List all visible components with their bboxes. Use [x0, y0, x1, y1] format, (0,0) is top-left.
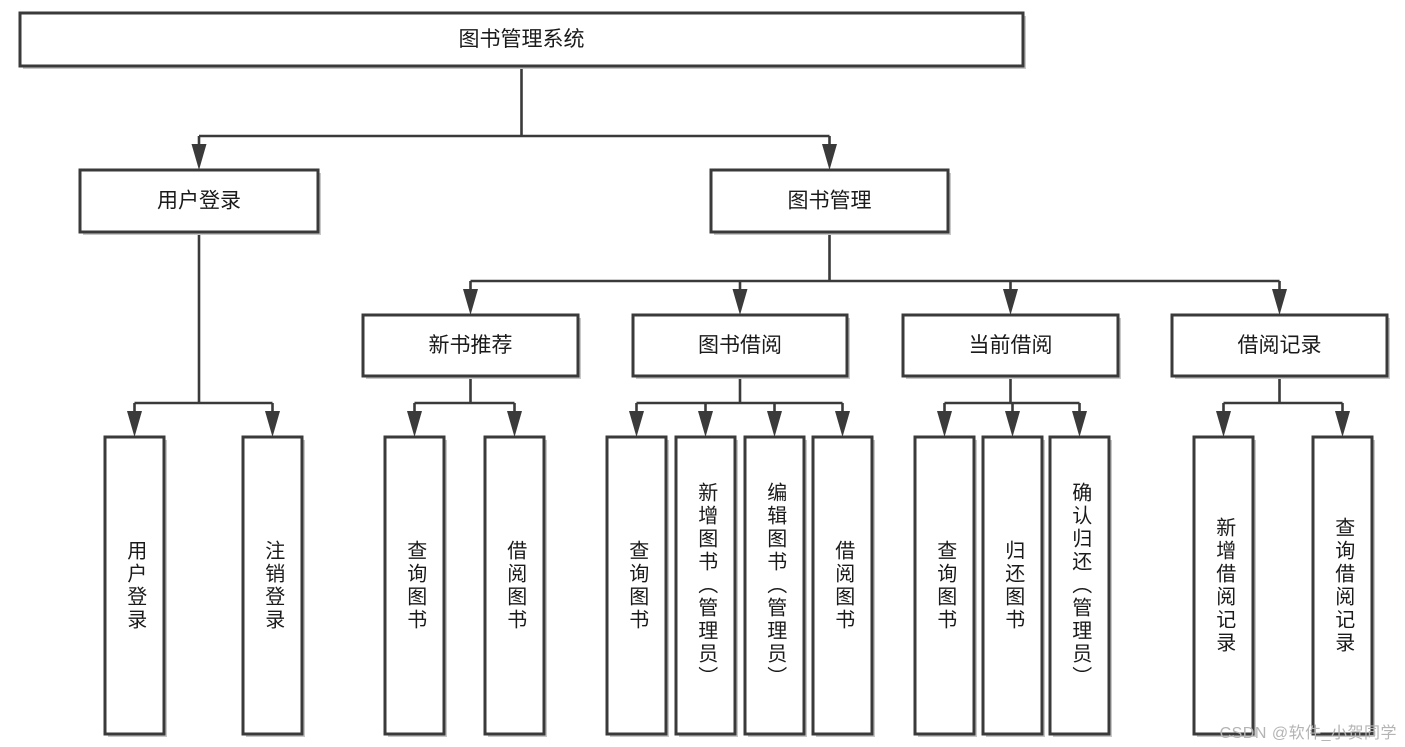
node-leaf-borrow-book-borrow[interactable] — [811, 435, 874, 736]
connector-layer — [127, 66, 1350, 437]
node-new-book-recommend-label: 新书推荐 — [429, 334, 513, 357]
node-user-login[interactable] — [78, 168, 320, 234]
node-current-borrow[interactable] — [901, 313, 1120, 378]
node-leaf-query-borrow-record[interactable] — [1311, 435, 1374, 736]
node-leaf-add-borrow-record[interactable] — [1192, 435, 1255, 736]
node-leaf-query-book-recommend[interactable] — [383, 435, 446, 736]
node-new-book-recommend[interactable] — [361, 313, 580, 378]
node-leaf-return-book[interactable] — [981, 435, 1044, 736]
node-box-layer — [18, 11, 1390, 737]
node-book-manage-label: 图书管理 — [788, 190, 872, 213]
watermark-text: CSDN @软件_小贺同学 — [1219, 725, 1397, 742]
node-leaf-query-book-current[interactable] — [913, 435, 976, 736]
node-root-label: 图书管理系统 — [459, 28, 585, 51]
node-leaf-borrow-book-recommend[interactable] — [483, 435, 546, 736]
node-leaf-logout[interactable] — [241, 435, 304, 736]
node-leaf-user-login[interactable] — [103, 435, 166, 736]
node-user-login-label: 用户登录 — [157, 190, 241, 213]
node-leaf-query-book-borrow[interactable] — [605, 435, 668, 736]
node-current-borrow-label: 当前借阅 — [969, 334, 1053, 357]
node-root[interactable] — [18, 11, 1025, 68]
node-leaf-confirm-return[interactable] — [1048, 435, 1111, 736]
node-borrow-record[interactable] — [1170, 313, 1389, 378]
node-leaf-add-book[interactable] — [674, 435, 737, 736]
node-book-borrow-label: 图书借阅 — [698, 334, 782, 357]
node-book-borrow[interactable] — [631, 313, 849, 378]
node-book-manage[interactable] — [709, 168, 950, 234]
node-borrow-record-label: 借阅记录 — [1238, 334, 1322, 357]
node-leaf-edit-book[interactable] — [743, 435, 806, 736]
